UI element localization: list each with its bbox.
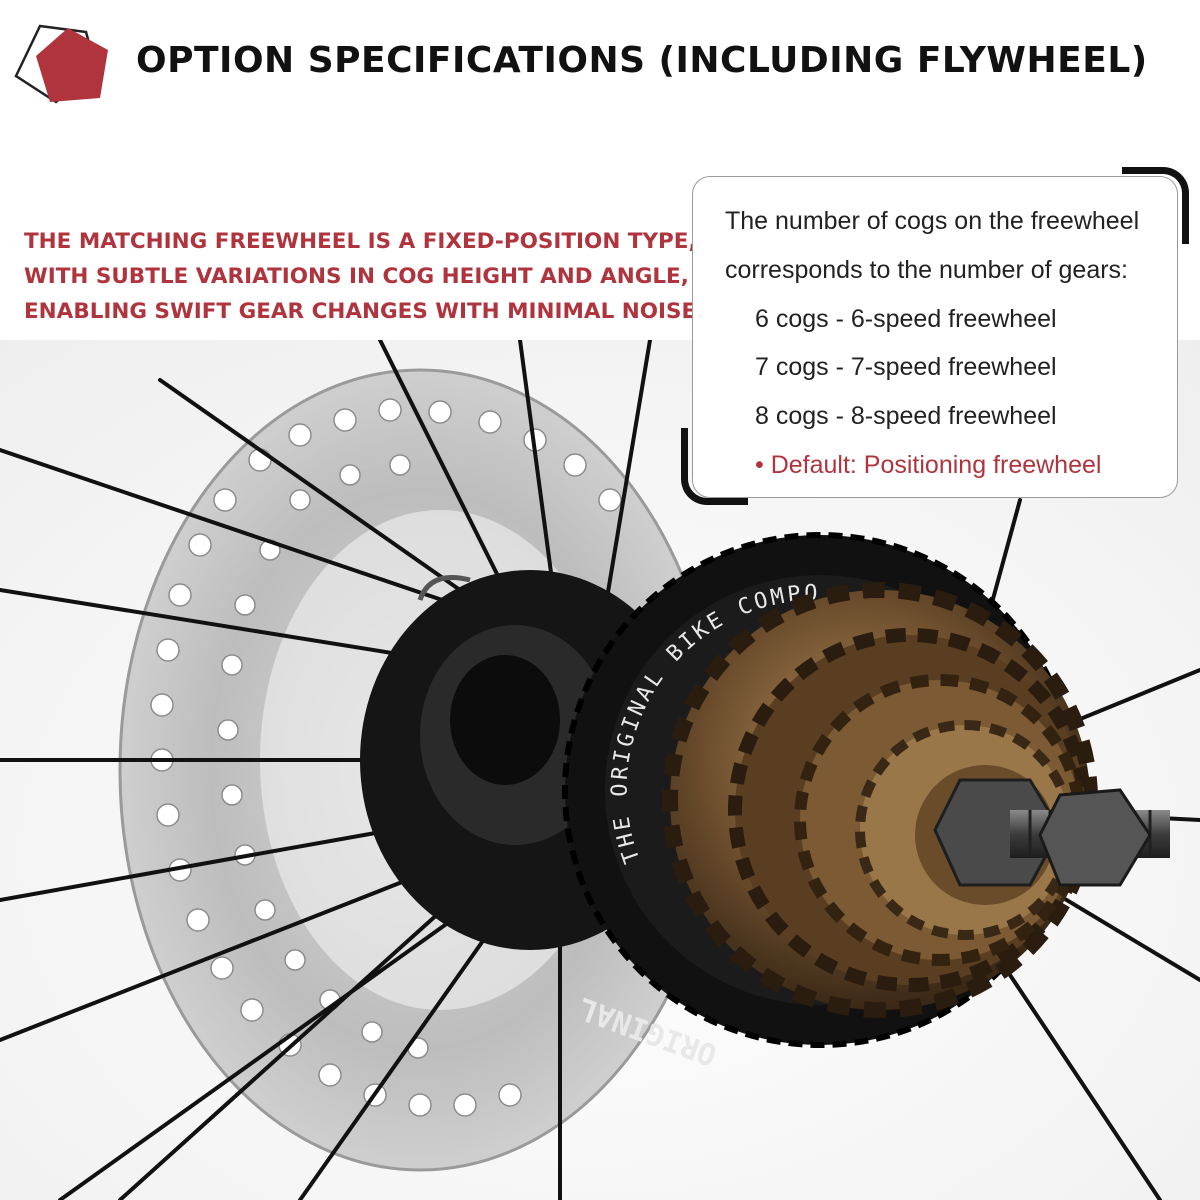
corner-bracket-bottom-left [681, 428, 748, 505]
intro-line: WITH SUBTLE VARIATIONS IN COG HEIGHT AND… [24, 264, 689, 289]
page-title: OPTION SPECIFICATIONS (INCLUDING FLYWHEE… [136, 40, 1148, 81]
corner-bracket-top-right [1122, 167, 1189, 244]
spec-item: 7 cogs - 7-speed freewheel [755, 353, 1057, 381]
intro-text: THE MATCHING FREEWHEEL IS A FIXED-POSITI… [24, 224, 705, 329]
axle-nut [933, 778, 1170, 887]
intro-line: ENABLING SWIFT GEAR CHANGES WITH MINIMAL… [24, 299, 705, 324]
default-note: • Default: Positioning freewheel [755, 451, 1102, 479]
info-intro-line: corresponds to the number of gears: [725, 256, 1129, 284]
spec-item: 8 cogs - 8-speed freewheel [755, 402, 1057, 430]
info-intro-line: The number of cogs on the freewheel [725, 207, 1140, 235]
intro-line: THE MATCHING FREEWHEEL IS A FIXED-POSITI… [24, 229, 697, 254]
pentagon-icon [14, 24, 108, 104]
spec-item: 6 cogs - 6-speed freewheel [755, 305, 1057, 333]
spec-info-box: The number of cogs on the freewheel corr… [681, 167, 1189, 505]
freewheel-photo: THE ORIGINAL BIKE COMPONENTS ORIGINAL [0, 340, 1200, 1200]
